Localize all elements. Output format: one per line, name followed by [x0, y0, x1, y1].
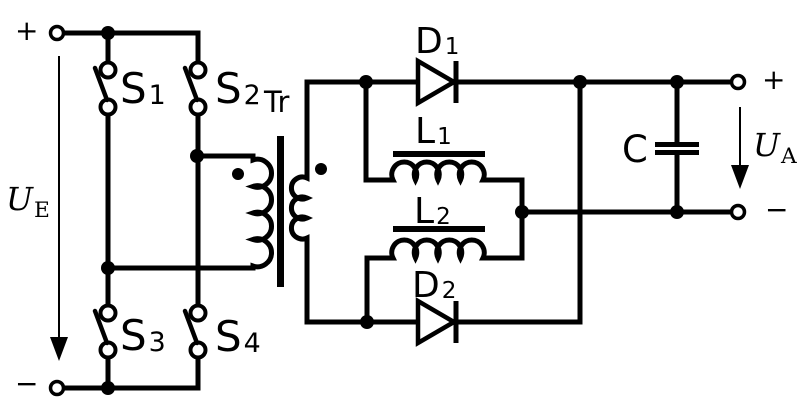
label-output-voltage-sub: A [780, 143, 797, 169]
label-s4-sub: 4 [243, 328, 261, 360]
label-output-minus: − [765, 193, 789, 226]
inductor-l1-core-bar [393, 151, 485, 157]
label-switch-s1: S1 [120, 68, 166, 110]
diode-d2-symbol [415, 297, 459, 347]
transformer-primary-winding [108, 153, 275, 271]
wire-top-rail [64, 30, 201, 62]
label-capacitor: C [622, 128, 648, 171]
inductor-l2-core-bar [393, 226, 485, 232]
label-s4-base: S [215, 312, 242, 361]
label-l2-base: L [414, 191, 435, 232]
transformer-core [277, 136, 284, 287]
label-s1-base: S [120, 64, 147, 113]
junction-dot [670, 205, 684, 219]
label-input-voltage-base: U [6, 180, 33, 218]
junction-dot [515, 205, 529, 219]
label-transformer: Tr [264, 85, 290, 119]
label-s2-sub: 2 [243, 80, 261, 112]
input-minus-terminal [48, 379, 66, 397]
wire-bottom-rail [64, 358, 201, 391]
label-input-plus: + [15, 14, 39, 47]
junction-dot [101, 261, 115, 275]
diode-d1-symbol [415, 57, 459, 107]
switch-s1-contact-top [98, 60, 118, 80]
inductor-l1-winding [363, 82, 525, 212]
label-inductor-l2: L2 [414, 194, 451, 230]
label-output-plus: + [762, 63, 786, 96]
inductor-l2-winding [364, 212, 525, 322]
label-s3-base: S [120, 311, 147, 360]
label-switch-s4: S4 [215, 316, 261, 358]
switch-s4-contact-top [188, 303, 208, 323]
input-plus-terminal [48, 24, 66, 42]
output-voltage-arrowhead [731, 165, 749, 189]
label-switch-s2: S2 [215, 68, 261, 110]
label-d2-base: D [412, 265, 440, 306]
switch-s3-blade [92, 308, 110, 346]
label-output-voltage-base: U [753, 126, 780, 164]
label-l1-base: L [415, 111, 436, 152]
label-d1-sub: 1 [444, 34, 460, 61]
switch-s1-blade [92, 65, 110, 103]
junction-dot [360, 315, 374, 329]
junction-dot [573, 75, 587, 89]
switch-s3-contact-top [98, 303, 118, 323]
label-s2-base: S [215, 64, 242, 113]
wire-d2-to-plus-rail [456, 82, 583, 325]
output-plus-terminal [729, 73, 747, 91]
input-voltage-arrowhead [50, 337, 68, 361]
junction-dot [101, 26, 115, 40]
label-input-minus: − [15, 367, 39, 400]
transformer-secondary-winding [288, 79, 418, 325]
label-s3-sub: 3 [148, 327, 166, 359]
primary-polarity-dot [232, 168, 244, 180]
junction-dot [359, 75, 373, 89]
label-l2-sub: 2 [436, 204, 451, 231]
label-d2-sub: 2 [441, 278, 457, 305]
junction-dot [190, 149, 204, 163]
junction-dot [101, 381, 115, 395]
label-diode-d1: D1 [415, 24, 459, 60]
label-s1-sub: 1 [148, 80, 166, 112]
secondary-polarity-dot [315, 163, 327, 175]
label-l1-sub: 1 [437, 124, 452, 151]
label-diode-d2: D2 [412, 268, 456, 304]
junction-dot [670, 75, 684, 89]
switch-s4-blade [182, 308, 200, 346]
output-minus-terminal [729, 203, 747, 221]
label-switch-s3: S3 [120, 315, 166, 357]
label-input-voltage-sub: E [33, 197, 50, 223]
label-inductor-l1: L1 [415, 114, 452, 150]
switch-s2-contact-top [188, 60, 208, 80]
label-d1-base: D [415, 21, 443, 62]
label-input-voltage: UE [6, 180, 50, 221]
switch-s2-blade [182, 65, 200, 103]
label-output-voltage: UA [753, 126, 797, 167]
